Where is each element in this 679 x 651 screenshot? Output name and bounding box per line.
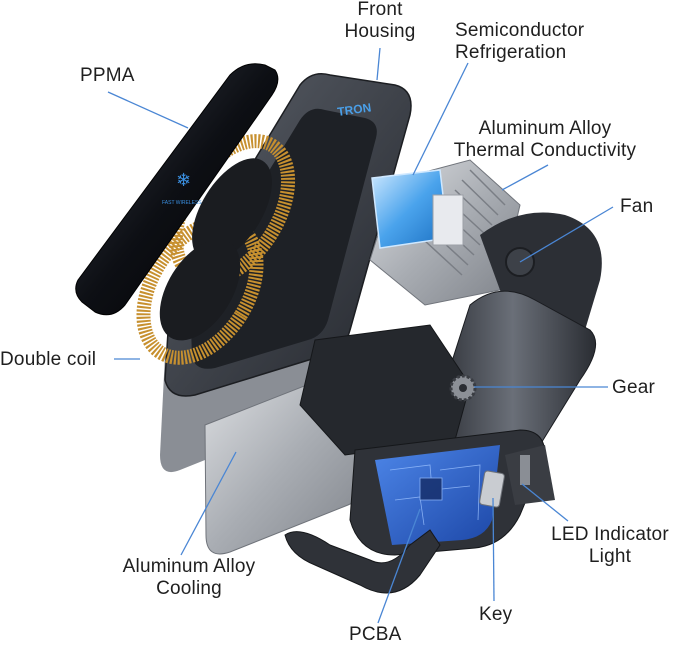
label-fan: Fan bbox=[620, 196, 654, 217]
leader-lines bbox=[107, 47, 614, 624]
label-aluminum-alloy-cooling: Aluminum Alloy Cooling bbox=[122, 556, 256, 599]
semiconductor-chip bbox=[371, 169, 464, 249]
bottom-clamp bbox=[284, 529, 441, 594]
front-housing: TRON bbox=[164, 73, 412, 397]
key-button bbox=[479, 470, 505, 508]
led-indicator bbox=[505, 445, 555, 505]
tron-logo: TRON bbox=[336, 100, 372, 119]
gear-icon bbox=[449, 374, 477, 402]
ppma-panel: ❄ FAST WIRELESS bbox=[75, 63, 279, 316]
label-aluminum-alloy-thermal: Aluminum Alloy Thermal Conductivity bbox=[453, 118, 637, 161]
label-led-indicator-light: LED Indicator Light bbox=[551, 524, 669, 567]
label-key: Key bbox=[479, 604, 513, 625]
label-ppma: PPMA bbox=[80, 65, 135, 86]
label-double-coil: Double coil bbox=[0, 349, 97, 370]
pad-text: FAST WIRELESS bbox=[162, 200, 202, 206]
label-pcba: PCBA bbox=[349, 624, 402, 645]
pcba-housing bbox=[349, 429, 546, 556]
label-gear: Gear bbox=[612, 377, 656, 398]
label-semiconductor-refrigeration: Semiconductor Refrigeration bbox=[455, 20, 585, 63]
label-front-housing: Front Housing bbox=[344, 0, 416, 42]
snowflake-icon: ❄ bbox=[176, 170, 191, 191]
